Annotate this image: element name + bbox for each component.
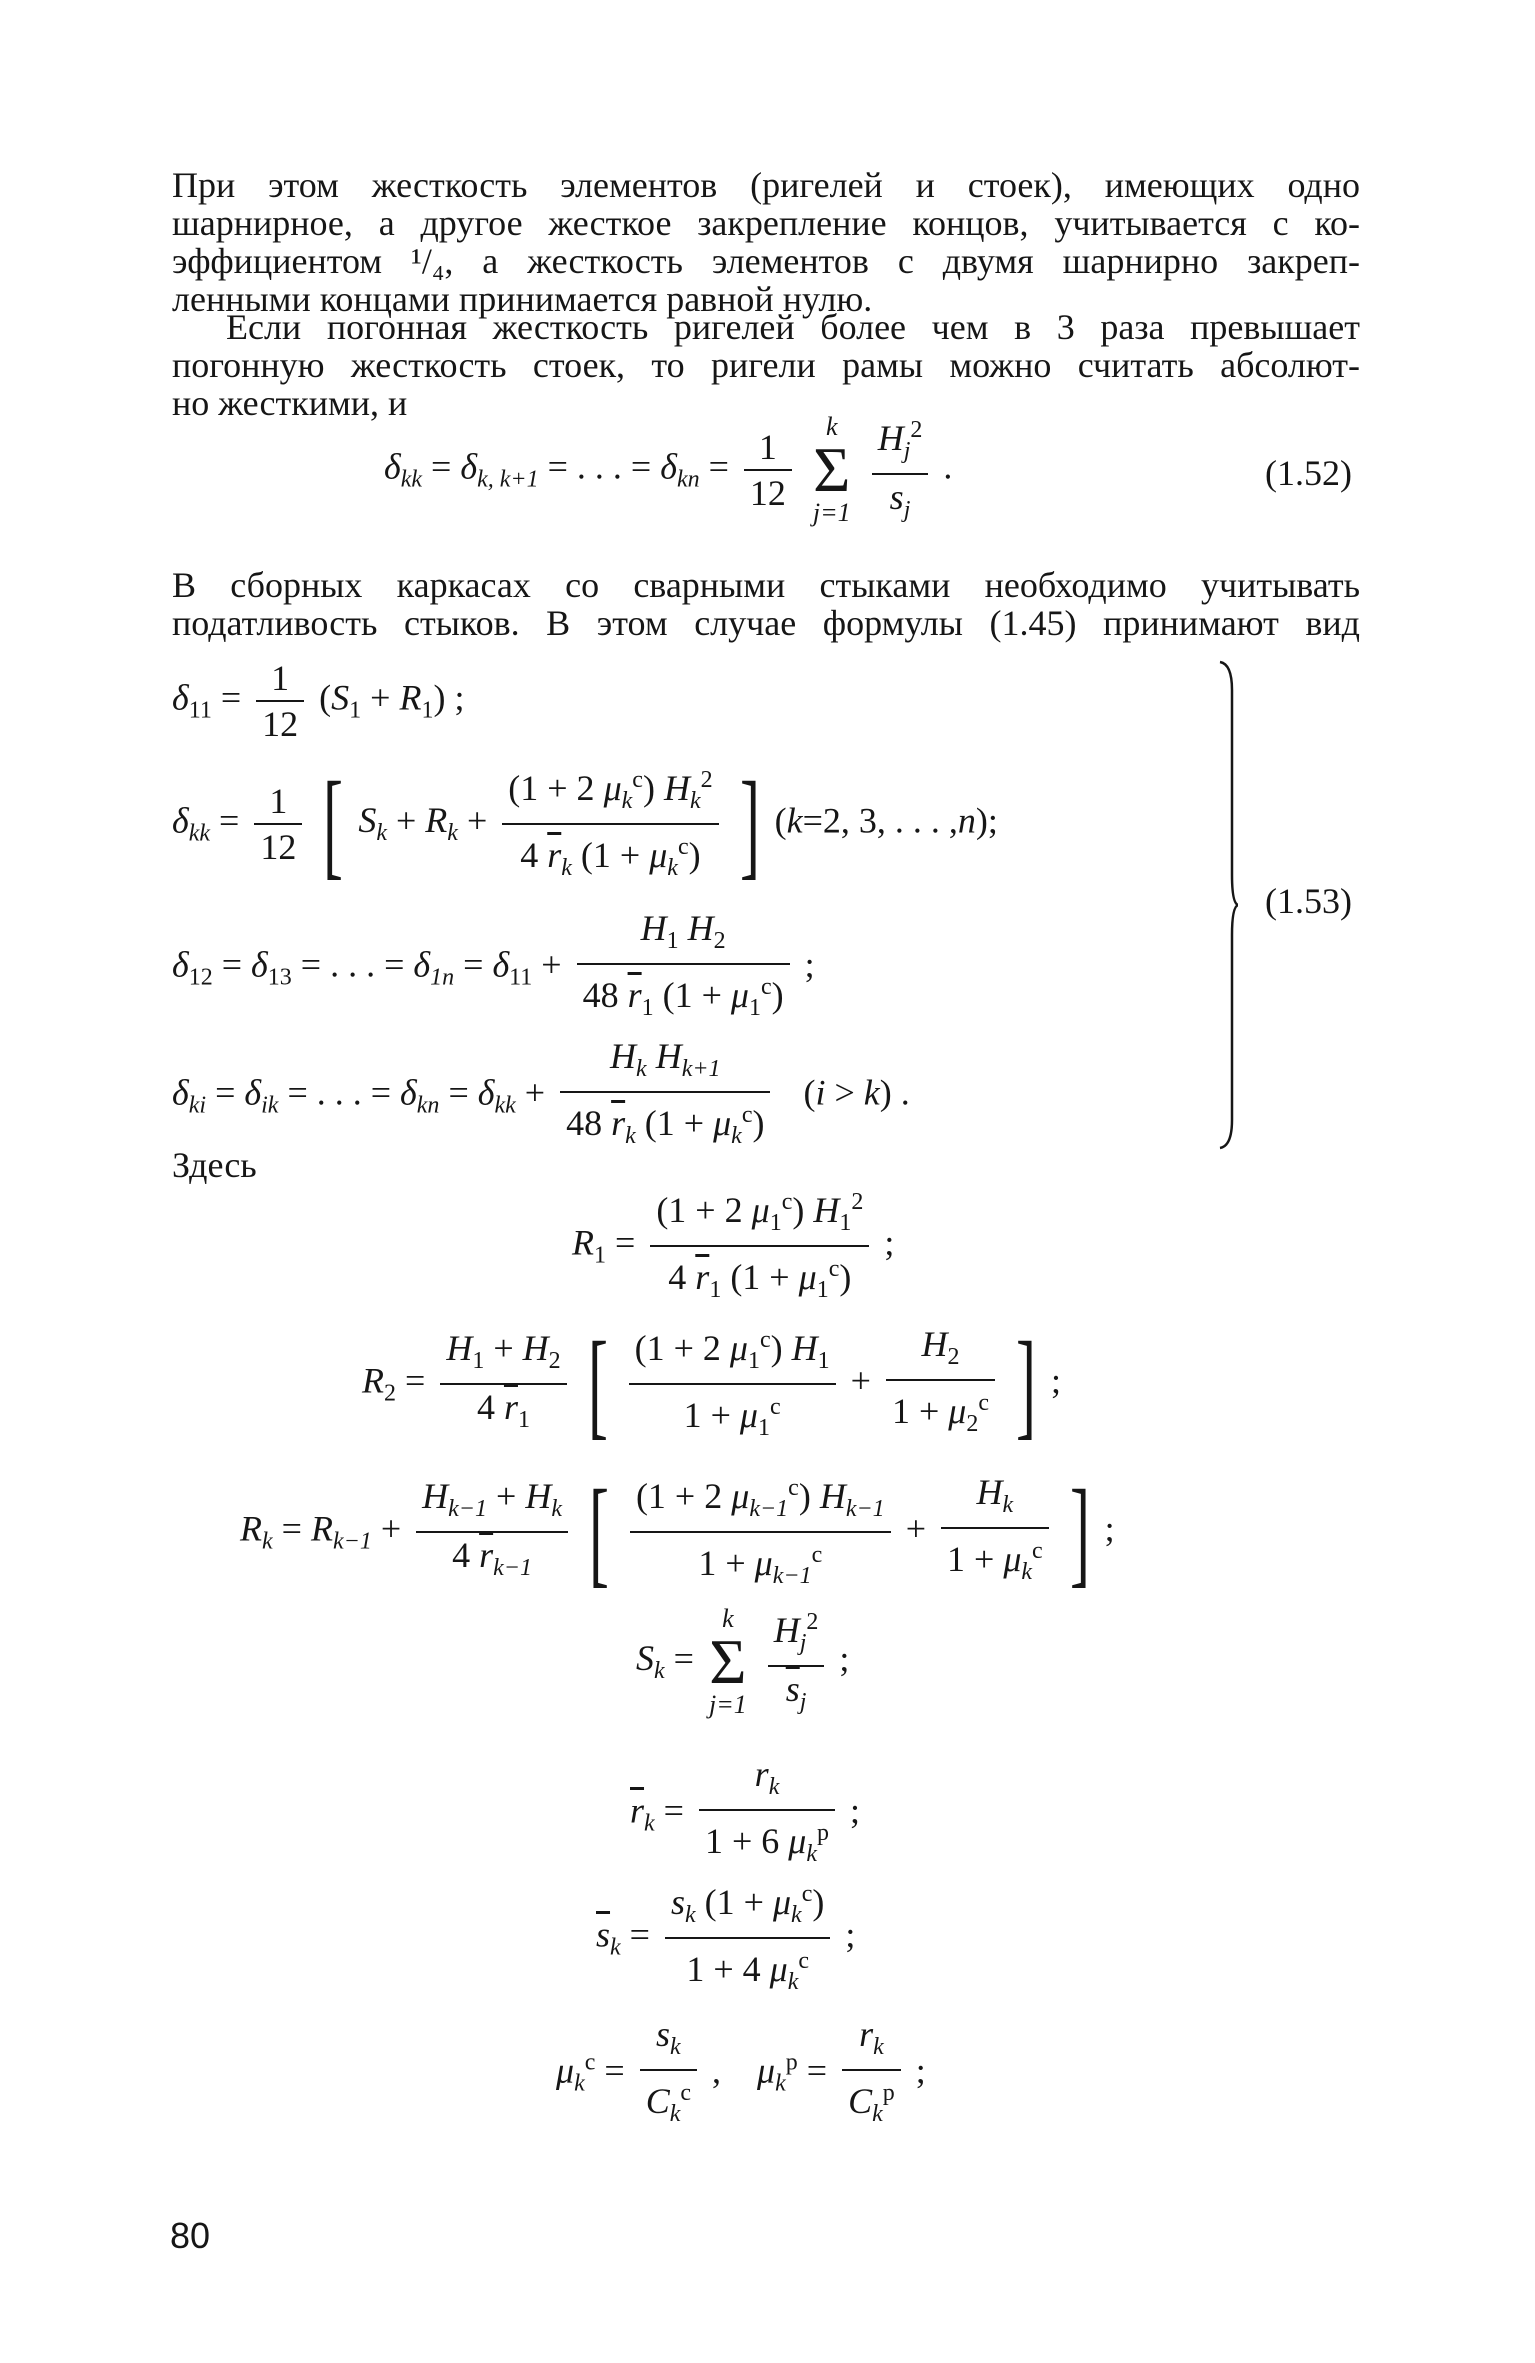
paragraph-3: В сборных каркасах со сварными стыками н… — [172, 566, 1360, 642]
equation-number: (1.53) — [1265, 881, 1352, 921]
equation-brace — [1219, 660, 1238, 1150]
paragraph-1: При этом жесткость элементов (ригелей и … — [172, 166, 1360, 318]
equation-sk-bar: sk = sk (1 + μkc)1 + 4 μkc ; — [596, 1872, 855, 2004]
equation-number: (1.52) — [1265, 453, 1352, 493]
text-line: При этом жесткость элементов (ригелей и … — [172, 165, 1360, 205]
text-line: Если погонная жесткость ригелей более че… — [226, 307, 1360, 347]
zdes-label: Здесь — [172, 1145, 257, 1185]
text-line: погонную жесткость стоек, то ригели рамы… — [172, 345, 1360, 385]
text-line: ленными концами принимается равной нулю. — [172, 279, 873, 319]
text-line: податливость стыков. В этом случае форму… — [172, 603, 1360, 643]
text-line: В сборных каркасах со сварными стыками н… — [172, 565, 1360, 605]
page-number: 80 — [170, 2215, 211, 2256]
paragraph-2: Если погонная жесткость ригелей более че… — [172, 308, 1360, 422]
text-line: шарнирное, а другое жесткое закрепление … — [172, 203, 1360, 243]
text-line: но жесткими, и — [172, 383, 408, 423]
text-line: эффициентом ¹/₄, а жесткость элементов с… — [172, 241, 1360, 281]
